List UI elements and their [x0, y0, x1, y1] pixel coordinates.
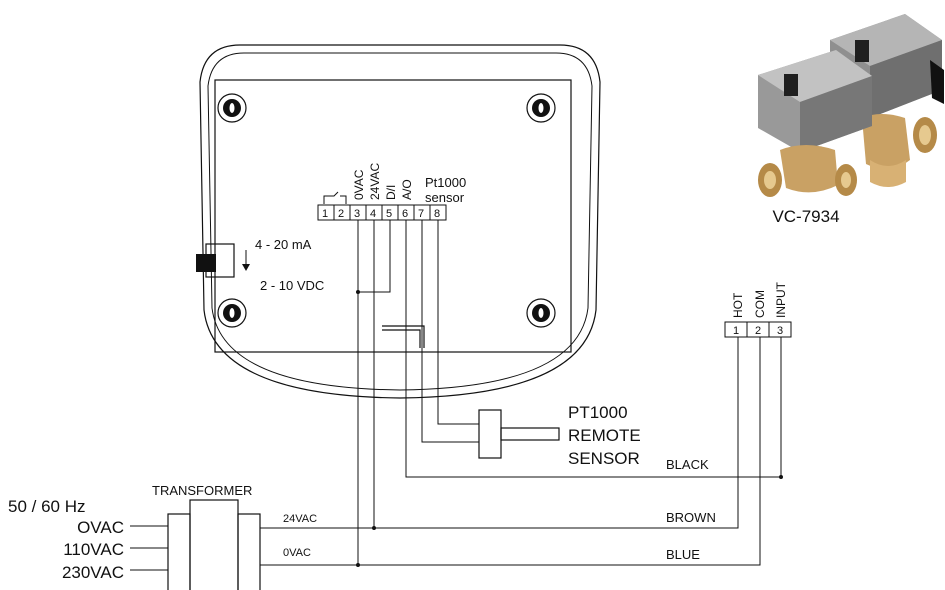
valve-label-com: COM: [753, 290, 767, 318]
terminal-2: 2: [338, 208, 344, 220]
zone-valve-image: [758, 14, 944, 197]
controller-housing: [199, 44, 601, 399]
remote-sensor-title-3: SENSOR: [568, 449, 640, 468]
terminal-5: 5: [386, 208, 392, 220]
transformer-output-0vac: 0VAC: [283, 547, 311, 559]
wire-label-black: BLACK: [666, 457, 709, 472]
terminal-8: 8: [434, 208, 440, 220]
terminal-1: 1: [322, 208, 328, 220]
terminal-4: 4: [370, 208, 376, 220]
sensor-label-sub: sensor: [425, 190, 465, 205]
terminal-3: 3: [354, 208, 360, 220]
function-label-24vac: 24VAC: [368, 163, 382, 200]
terminal-7: 7: [418, 208, 424, 220]
remote-sensor-probe: [478, 409, 560, 459]
function-label-ao: A/O: [400, 179, 414, 200]
mode-label-vdc: 2 - 10 VDC: [260, 278, 324, 293]
valve-terminal-1: 1: [733, 325, 739, 337]
valve-terminal-strip: [724, 321, 792, 342]
relay-contact-icon: [323, 191, 347, 204]
sensor-label: Pt1000: [425, 175, 466, 190]
supply-230vac-label: 230VAC: [62, 563, 124, 582]
screw-icon: [526, 93, 556, 123]
wire-label-blue: BLUE: [666, 547, 700, 562]
terminal-strip: [317, 204, 447, 221]
wire-label-brown: BROWN: [666, 510, 716, 525]
valve-label-input: INPUT: [774, 281, 788, 318]
remote-sensor-title-2: REMOTE: [568, 426, 641, 445]
terminal-6: 6: [402, 208, 408, 220]
supply-frequency-label: 50 / 60 Hz: [8, 497, 86, 516]
valve-terminal-3: 3: [777, 325, 783, 337]
mode-label-ma: 4 - 20 mA: [255, 237, 312, 252]
valve-terminal-2: 2: [755, 325, 761, 337]
valve-model-label: VC-7934: [772, 207, 839, 226]
screw-icon: [217, 298, 247, 328]
transformer-symbol: [130, 499, 263, 590]
function-label-di: D/I: [384, 185, 398, 200]
screw-icon: [526, 298, 556, 328]
remote-sensor-title: PT1000: [568, 403, 628, 422]
supply-110vac-label: 110VAC: [63, 540, 124, 559]
wiring: [263, 220, 783, 567]
supply-0vac-label: OVAC: [77, 518, 124, 537]
screw-icon: [217, 93, 247, 123]
cable-entry: [382, 325, 425, 348]
output-mode-jumper: [196, 243, 250, 278]
valve-label-hot: HOT: [731, 292, 745, 318]
transformer-title: TRANSFORMER: [152, 483, 252, 498]
transformer-output-24vac: 24VAC: [283, 513, 317, 525]
function-label-0vac: 0VAC: [352, 169, 366, 200]
